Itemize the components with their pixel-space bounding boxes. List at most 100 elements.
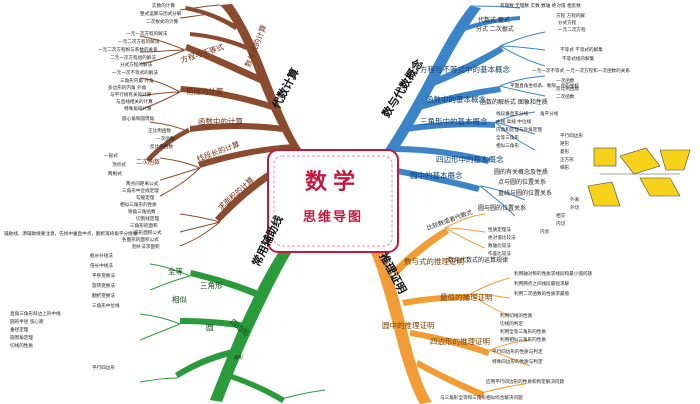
blue-leaf-21: 矩形	[560, 142, 570, 147]
brown-leaf-5: 一元二次方程根与系数的关系	[98, 48, 158, 53]
blue-leaf-25: 圆的有关概念及性质	[494, 169, 549, 176]
green-leaf-1: 截长补短法	[90, 254, 113, 259]
blue-leaf-7: 不等式组的解集	[562, 57, 595, 62]
brown-leaf-23: 三角形中位线定理	[122, 189, 159, 194]
orange-leaf-7: 利用两点之间线段最短求解	[514, 282, 570, 287]
green-leaf-7: 直角三角形斜边上的中线	[10, 312, 61, 317]
orange-leaf-12: 利用相似三角形的性质	[500, 338, 546, 343]
blue-leaf-17: 内角和定理与外角定理	[496, 128, 542, 133]
brown-leaf-20: 顶点式	[112, 163, 126, 168]
orange-leaf-13: 平行四边形的性质与判定	[492, 350, 543, 355]
blue-leaf-28: 圆与圆的位置关系	[478, 205, 527, 212]
brown-leaf-10: 多边形的内角 外角	[108, 86, 147, 91]
orange-sub-1: 最值的推理证明	[440, 293, 493, 302]
green-twigs	[139, 263, 326, 399]
orange-leaf-6: 利用轴对称的性质求线段和最小值问题	[514, 272, 593, 277]
blue-leaf-27: 直线与圆的位置关系	[498, 190, 553, 197]
center-card	[267, 149, 399, 253]
green-sub-2: 相似	[172, 295, 187, 304]
brown-leaf-1: 整式运算与因式分解	[140, 12, 182, 17]
blue-leaf-16: 中线 高线 中位线	[496, 120, 532, 125]
brown-leaf-19: 一般式	[104, 154, 118, 159]
brown-leaf-18: 二次函数	[136, 159, 161, 166]
center-title-sub: 思维导图	[302, 210, 363, 225]
green-leaf-9: 垂径定理	[10, 328, 29, 333]
blue-sub-3: 四边形中的基本概念	[436, 155, 504, 164]
green-leaf-10: 圆周角定理	[10, 336, 33, 341]
brown-leaf-25: 相似三角形的性质	[120, 203, 157, 208]
brown-leaf-6: 二元一次方程组的解法	[110, 56, 156, 61]
orange-branch	[370, 228, 490, 404]
blue-sub-0: 方程与不等式中的基本概念	[420, 65, 510, 74]
blue-leaf-33: 内含	[540, 230, 550, 235]
orange-leaf-11: 利用全等三角形的性质	[500, 330, 546, 335]
brown-leaf-12: 与直线相关的计算	[116, 100, 153, 105]
blue-leaf-2: 分式 二次根式	[476, 26, 514, 33]
orange-leaf-16: 与三角形全等和三角形相似综合解决问题	[440, 396, 523, 401]
blue-leaf-22: 菱形	[560, 150, 570, 155]
brown-leaf-7: 分式方程的解法	[120, 63, 153, 68]
blue-leaf-4: 分式方程	[558, 21, 577, 26]
orange-leaf-2: 性质定理法	[488, 228, 511, 233]
brown-sub-2: 角度的计算	[186, 87, 224, 96]
orange-leaf-4: 数轴比较法	[488, 244, 511, 249]
brown-leaf-2: 二次根式的计算	[146, 20, 179, 25]
green-leaf-11: 切线的性质	[10, 344, 33, 349]
brown-twigs	[139, 4, 221, 247]
blue-leaf-0: 有理数 无理数 实数 数轴 绝对值 相反数	[500, 4, 581, 9]
blue-leaf-29: 外离	[570, 198, 580, 203]
orange-leaf-8: 利用二次函数的性质求最值	[514, 292, 570, 297]
blue-leaf-1: 代数式 整式	[478, 17, 510, 24]
orange-leaf-14: 特殊四边形的性质与判定	[492, 360, 543, 365]
blue-sub-4: 圆中的基本概念	[410, 171, 463, 180]
green-leaf-5: 翻折变换法	[92, 294, 115, 299]
brown-leaf-26: 锐角三角函数	[128, 210, 156, 215]
blue-leaf-26: 点与圆的位置关系	[498, 179, 547, 186]
blue-leaf-6: 不等式 不等式的解集	[560, 48, 603, 53]
brown-leaf-16: 一次函数	[156, 137, 175, 142]
blue-leaf-3: 方程 方程的解	[556, 14, 586, 19]
blue-leaf-30: 外切	[570, 206, 580, 211]
blue-leaf-23: 正方形	[560, 158, 574, 163]
blue-leaf-32: 内切	[556, 222, 566, 227]
green-leaf-3: 平移变换法	[92, 274, 115, 279]
brown-leaf-3: 一元一次方程的解法	[126, 32, 168, 37]
blue-leaf-18: 全等三角形	[496, 136, 519, 141]
blue-leaf-19: 相似三角形	[496, 144, 519, 149]
brown-leaf-22: 两点间距离公式	[126, 182, 159, 187]
green-sub-0: 三角形	[200, 281, 223, 290]
brown-sub-3: 函数中的计算	[198, 117, 243, 126]
orange-leaf-10: 切线的判定	[500, 322, 523, 327]
blue-sub-2: 三角形中的基本概念	[420, 117, 488, 126]
brown-leaf-14: 圆心角和圆周角	[122, 117, 155, 122]
green-leaf-4: 旋转变换法	[92, 284, 115, 289]
green-sub-3: 圆	[206, 323, 214, 332]
brown-leaf-0: 实数的计算	[152, 4, 175, 9]
blue-leaf-20: 平行四边形	[560, 134, 583, 139]
brown-leaf-29: 扇形面积公式	[134, 231, 162, 236]
blue-leaf-14: 线段垂直平分线	[496, 112, 529, 117]
brown-leaf-31: 割补法求面积	[132, 245, 160, 250]
geometry-figures	[587, 147, 691, 207]
green-leaf-13: 梯形	[234, 356, 244, 361]
brown-leaf-27: 切割线定理	[136, 217, 159, 222]
blue-leaf-12: 二次函数	[556, 95, 575, 100]
orange-twigs	[444, 213, 531, 393]
blue-leaf-8: 一元一次不等式 一元一次方程和一次函数的关系	[532, 69, 630, 74]
green-sub-1: 全等	[168, 267, 183, 276]
brown-leaf-9: 三角形内角 外角	[120, 79, 154, 84]
blue-leaf-31: 相交	[556, 214, 566, 219]
center-title: 数学 思维导图	[275, 158, 391, 244]
green-branch	[175, 236, 298, 403]
blue-leaf-11: 反比例函数	[556, 87, 579, 92]
blue-leaf-5: 一元二次方程	[558, 28, 586, 33]
center-title-main: 数学	[304, 169, 361, 195]
orange-leaf-9: 利用切线的性质	[500, 314, 533, 319]
brown-leaf-4: 一元二次方程的解法	[118, 40, 160, 45]
blue-leaf-24: 梯形	[560, 166, 570, 171]
brown-leaf-28: 三角形的面积	[130, 224, 158, 229]
brown-leaf-17: 反比例函数	[150, 145, 173, 150]
orange-sub-2: 圆中的推理证明	[382, 321, 435, 330]
blue-sub-1: 函数中的基本概念	[426, 95, 486, 104]
blue-leaf-15: 角平分线	[540, 112, 559, 117]
